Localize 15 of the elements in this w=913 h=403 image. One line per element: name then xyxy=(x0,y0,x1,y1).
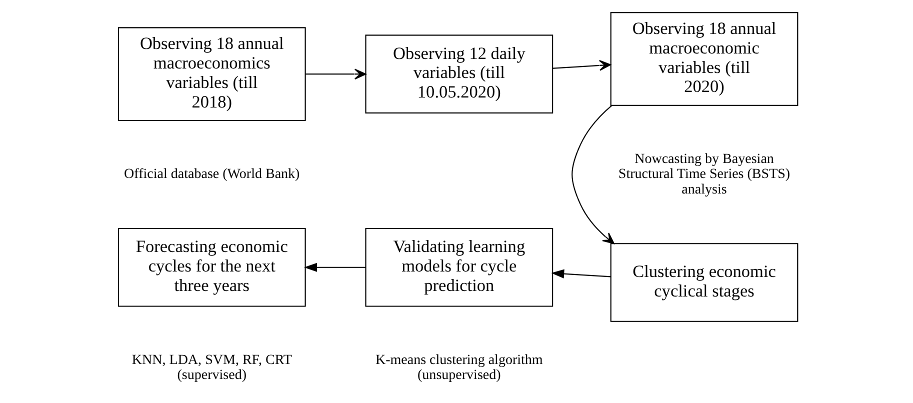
node-box: Validating learning models for cycle prediction xyxy=(364,228,553,307)
node-box: Forecasting economic cycles for the next three years xyxy=(117,228,306,307)
arrow xyxy=(552,60,611,71)
arrow xyxy=(304,262,366,272)
label: Nowcasting by Bayesian Structural Time Series (BSTS) analysis xyxy=(618,151,790,198)
arrow xyxy=(550,269,610,278)
node-box: Observing 18 annual macroeconomics variables (till 2018) xyxy=(117,27,306,122)
node-box: Clustering economic cyclical stages xyxy=(610,243,798,322)
node-box: Observing 18 annual macroeconomic variables (till 2020) xyxy=(610,12,798,106)
arrow xyxy=(305,68,366,80)
node-box: Observing 12 daily variables (till 10.05.2020) xyxy=(364,34,553,114)
label: KNN, LDA, SVM, RF, CRT (supervised) xyxy=(131,352,292,384)
label: K-means clustering algorithm (unsupervised) xyxy=(374,352,542,384)
arrow xyxy=(571,105,614,244)
label: Official database (World Bank) xyxy=(124,166,300,182)
